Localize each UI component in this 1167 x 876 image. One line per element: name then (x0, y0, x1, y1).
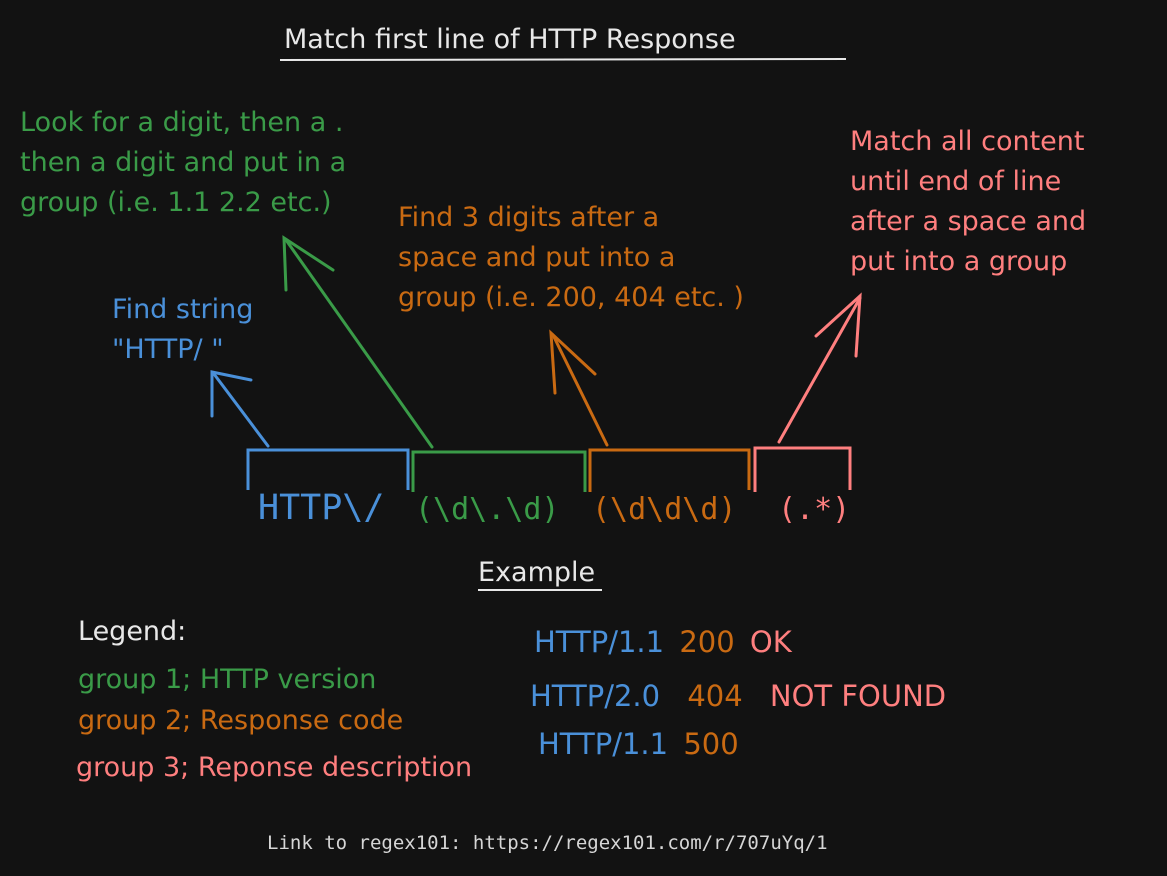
example-code: 500 (683, 727, 739, 761)
example-heading: Example (478, 557, 596, 588)
arrow-orange (549, 329, 609, 447)
example-description: OK (749, 625, 792, 659)
regex-part-description: (.*) (778, 492, 851, 527)
arrow-red (777, 292, 862, 444)
regex-part-code: (\d\d\d) (592, 492, 737, 527)
annotation-group1: Look for a digit, then a . then a digit … (20, 107, 347, 218)
legend-item-group1: group 1; HTTP version (78, 664, 377, 695)
example-description: NOT FOUND (769, 679, 947, 713)
bracket-orange (588, 448, 751, 492)
legend-item-group2: group 2; Response code (78, 705, 404, 736)
legend-heading: Legend: (78, 616, 187, 647)
regex-part-version: (\d\.\d) (415, 492, 560, 527)
arrow-blue (210, 370, 270, 448)
annotation-group3: Match all content until end of line afte… (850, 126, 1087, 277)
example-version: HTTP/1.1 (534, 625, 665, 659)
bracket-green (411, 450, 587, 492)
annotation-group2: Find 3 digits after a space and put into… (398, 202, 744, 313)
arrow-green (282, 235, 434, 449)
bracket-blue (246, 448, 410, 490)
title-underline (279, 58, 847, 61)
bracket-red (753, 446, 852, 492)
annotation-http-string: Find string "HTTP/ " (112, 294, 254, 365)
example-code: 200 (679, 625, 735, 659)
example-version: HTTP/2.0 (530, 679, 661, 713)
regex-part-http: HTTP\/ (258, 488, 385, 528)
example-line: HTTP/2.0 404 NOT FOUND (530, 676, 946, 716)
example-version: HTTP/1.1 (538, 727, 669, 761)
example-code: 404 (687, 679, 743, 713)
page-title: Match first line of HTTP Response (284, 24, 736, 55)
example-line: HTTP/1.1 500 (538, 724, 739, 764)
legend-item-group3: group 3; Reponse description (76, 752, 473, 783)
regex101-link-text: Link to regex101: https://regex101.com/r… (267, 832, 828, 854)
example-line: HTTP/1.1 200 OK (534, 622, 792, 662)
